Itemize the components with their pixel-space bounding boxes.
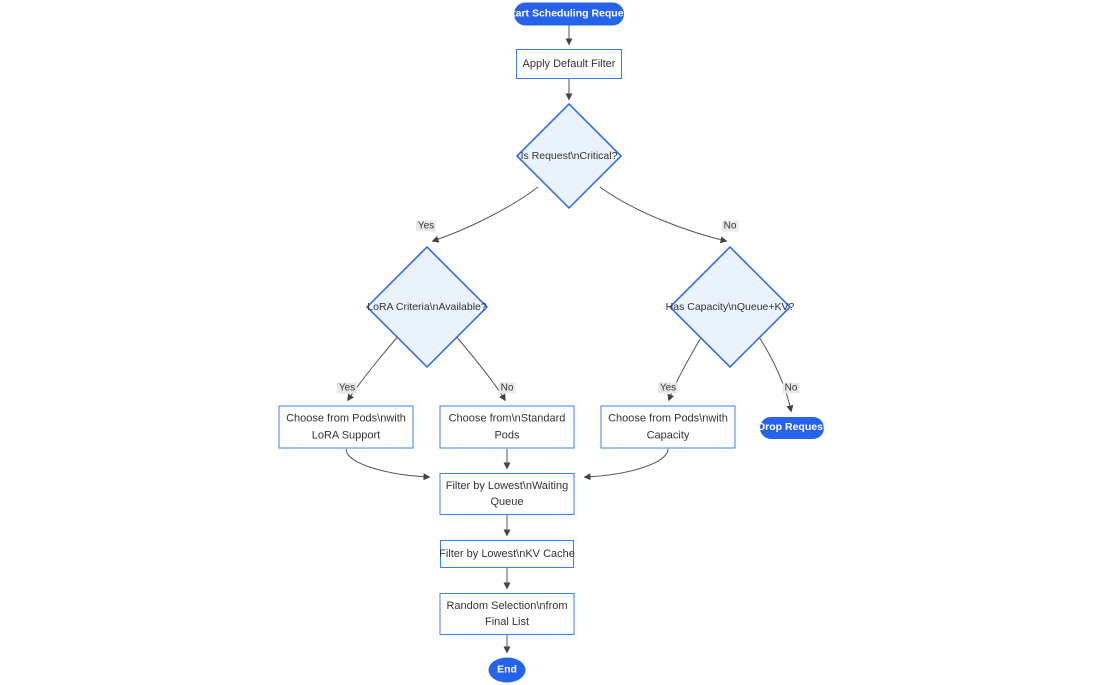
edge-capacity-yes [667, 333, 704, 402]
node-filter-waiting-queue: Filter by Lowest\nWaiting Queue [439, 473, 575, 515]
node-choose-standard-pods: Choose from\nStandard Pods [439, 405, 575, 449]
node-choose-capacity-pods: Choose from Pods\nwith Capacity [600, 405, 736, 449]
node-choose-lora-pods-label: Choose from Pods\nwith LoRA Support [286, 412, 406, 442]
edge-label-capacity-no: No [782, 382, 800, 394]
node-choose-lora-pods: Choose from Pods\nwith LoRA Support [278, 405, 414, 449]
decision-lora-criteria-label: LoRA Criteria\nAvailable? [367, 301, 487, 313]
edge-capacity-to-filterqueue [583, 448, 669, 481]
node-choose-standard-pods-label: Choose from\nStandard Pods [448, 412, 566, 442]
node-choose-capacity-pods-label: Choose from Pods\nwith Capacity [608, 412, 728, 442]
node-drop-request-label: Drop Request [757, 421, 827, 434]
edge-critical-yes [431, 186, 539, 243]
edge-label-lora-no: No [498, 382, 516, 394]
node-random-selection: Random Selection\nfrom Final List [439, 593, 575, 635]
node-end: End [488, 657, 526, 683]
node-start: Start Scheduling Request [505, 2, 633, 26]
node-apply-default-filter-label: Apply Default Filter [522, 57, 616, 70]
edge-lora-yes [347, 333, 401, 402]
node-filter-kv-cache: Filter by Lowest\nKV Cache [439, 540, 575, 568]
node-filter-waiting-queue-label: Filter by Lowest\nWaiting Queue [445, 479, 569, 509]
decision-is-critical [515, 102, 623, 210]
decision-has-capacity-label: Has Capacity\nQueue+KV? [665, 301, 795, 313]
edge-critical-no [599, 186, 728, 244]
decision-is-critical-label: Is Request\nCritical? [520, 150, 618, 162]
decision-has-capacity [668, 245, 792, 369]
edge-lora-no [453, 333, 506, 402]
edge-label-lora-yes: Yes [336, 382, 358, 394]
node-end-label: End [497, 663, 517, 676]
node-filter-kv-cache-label: Filter by Lowest\nKV Cache [439, 547, 575, 560]
node-apply-default-filter: Apply Default Filter [516, 49, 622, 79]
edge-label-critical-no: No [721, 220, 739, 232]
decision-lora-criteria [365, 245, 489, 369]
node-drop-request: Drop Request [757, 417, 827, 439]
edge-label-critical-yes: Yes [415, 220, 437, 232]
edge-label-capacity-yes: Yes [657, 382, 679, 394]
node-random-selection-label: Random Selection\nfrom Final List [446, 599, 568, 629]
edge-lora-to-filterqueue [345, 448, 431, 481]
edge-capacity-no [756, 333, 794, 413]
node-start-label: Start Scheduling Request [505, 7, 633, 20]
